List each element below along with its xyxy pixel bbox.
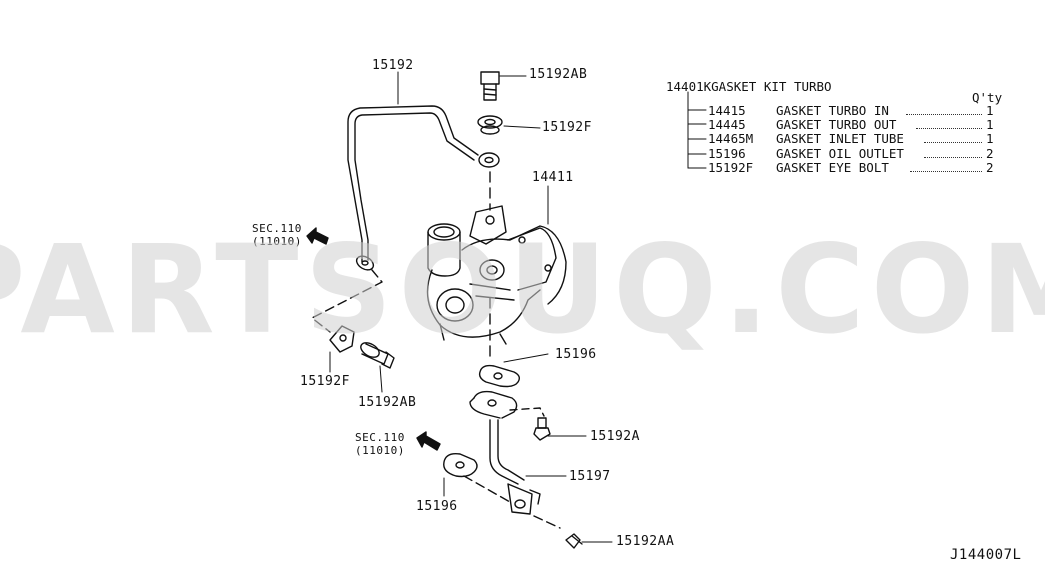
diagram-code: J144007L [950,547,1022,563]
alignment-line-bottom [463,475,561,529]
gasket-kit-title: GASKET KIT TURBO [711,79,832,94]
kit-item-qty: 2 [986,146,994,161]
callout-turbocharger: 14411 [532,170,574,185]
kit-item-qty: 2 [986,160,994,175]
eye-bolt-left[interactable] [358,340,395,369]
turbocharger[interactable] [426,205,567,345]
callout-outlet-gasket-bottom: 15196 [416,499,458,514]
leader-lines [329,71,613,543]
section-ref-upper-code: (11010) [252,235,302,248]
bolt-aa[interactable] [565,533,583,549]
sec-arrow-upper [306,227,329,245]
kit-item-part-no[interactable]: 14415 [708,103,746,118]
section-ref-upper[interactable]: SEC.110 (11010) [252,222,302,248]
kit-item-part-no[interactable]: 14465M [708,131,754,146]
section-ref-lower[interactable]: SEC.110 (11010) [355,431,405,457]
callout-eye-bolt-top: 15192AB [529,67,588,82]
kit-item-name: GASKET INLET TUBE [776,131,904,146]
kit-item-qty: 1 [986,117,994,132]
kit-item-name: GASKET EYE BOLT [776,160,889,175]
section-ref-upper-sec: SEC.110 [252,222,302,235]
callout-eye-gasket-top: 15192F [542,120,592,135]
kit-item-name: GASKET OIL OUTLET [776,146,904,161]
kit-item-dots [924,157,982,158]
callout-eye-gasket-left: 15192F [300,374,350,389]
callout-bolt-a: 15192A [590,429,640,444]
kit-item-dots [916,128,982,129]
kit-item-name: GASKET TURBO OUT [776,117,897,132]
bolt-a[interactable] [533,417,551,441]
callout-oil-feed-tube: 15192 [372,58,414,73]
kit-item-dots [924,142,982,143]
callout-bolt-aa: 15192AA [616,534,675,549]
callout-outlet-gasket-top: 15196 [555,347,597,362]
kit-item-qty: 1 [986,131,994,146]
alignment-line-bolt-a [509,407,545,417]
oil-return-tube[interactable] [469,390,541,515]
kit-tree-lines [687,91,707,169]
alignment-line-left [311,269,383,333]
section-ref-lower-code: (11010) [355,444,405,457]
kit-item-dots [910,171,982,172]
oil-outlet-gasket-top[interactable] [478,364,521,388]
kit-item-part-no[interactable]: 15196 [708,146,746,161]
section-ref-lower-sec: SEC.110 [355,431,405,444]
kit-item-qty: 1 [986,103,994,118]
gasket-kit-header[interactable]: 14401KGASKET KIT TURBO [666,80,832,94]
kit-item-dots [906,114,982,115]
kit-item-part-no[interactable]: 14445 [708,117,746,132]
kit-item-part-no[interactable]: 15192F [708,160,754,175]
gasket-kit-part-no: 14401K [666,79,712,94]
callout-oil-return-tube: 15197 [569,469,611,484]
eye-gasket-top[interactable] [477,115,503,135]
gasket-kit-qty-header: Q'ty [972,90,1003,105]
oil-outlet-gasket-bottom[interactable] [443,452,478,478]
callout-eye-bolt-left: 15192AB [358,395,417,410]
kit-item-name: GASKET TURBO IN [776,103,889,118]
oil-feed-tube[interactable] [347,105,479,273]
banjo-fitting [478,152,500,168]
sec-arrow-lower [416,431,441,451]
eye-bolt-top[interactable] [480,71,500,101]
eye-gasket-left[interactable] [329,325,355,353]
